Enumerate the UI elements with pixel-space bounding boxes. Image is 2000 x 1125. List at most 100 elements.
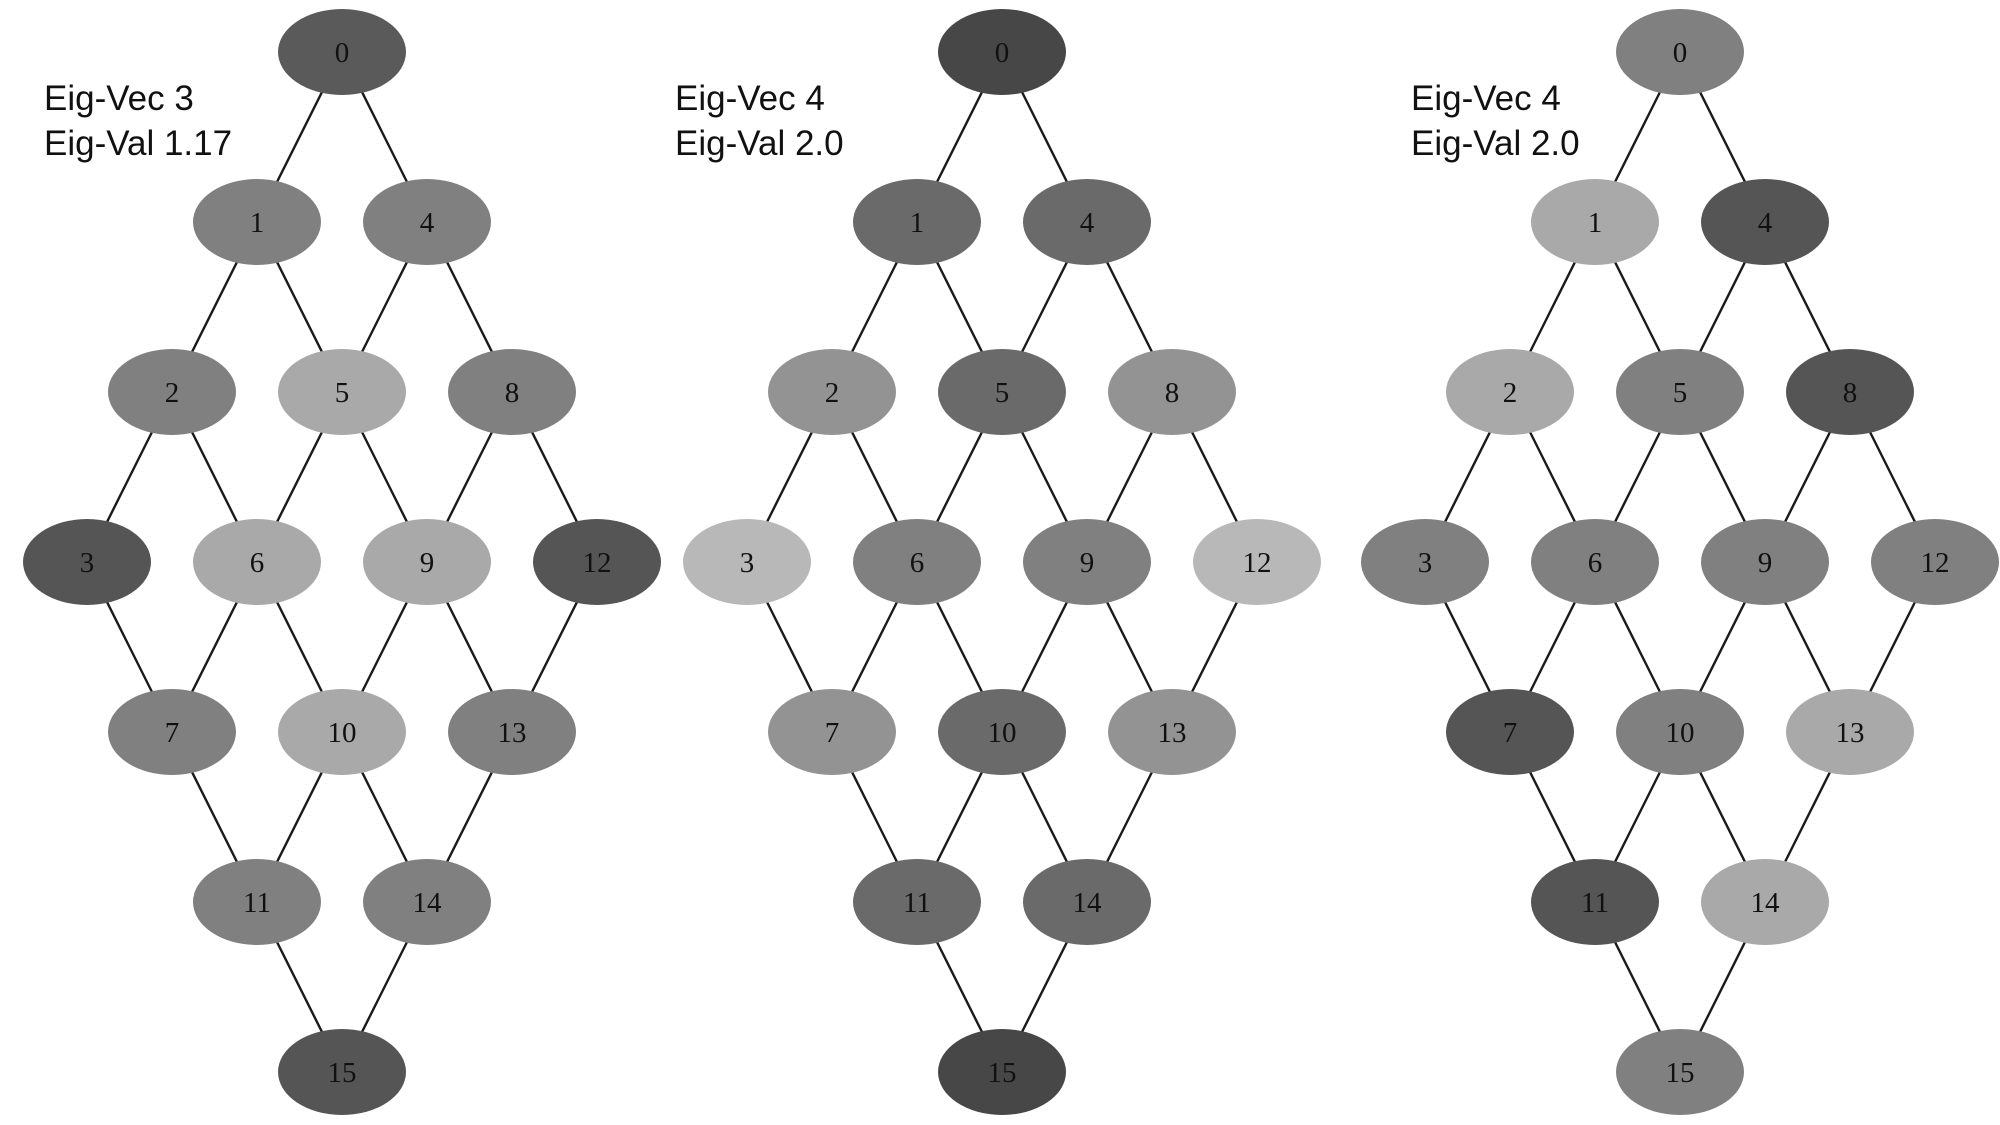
node-7-label: 7 bbox=[825, 717, 840, 749]
node-13: 13 bbox=[448, 689, 576, 775]
node-9-ellipse bbox=[1023, 519, 1151, 605]
node-3-ellipse bbox=[23, 519, 151, 605]
node-14-label: 14 bbox=[1073, 887, 1103, 919]
node-4-ellipse bbox=[1023, 179, 1151, 265]
node-12-label: 12 bbox=[1921, 547, 1950, 579]
node-13-label: 13 bbox=[498, 717, 527, 749]
node-14: 14 bbox=[363, 859, 491, 945]
node-4-label: 4 bbox=[1080, 207, 1095, 239]
node-3: 3 bbox=[683, 519, 811, 605]
node-14-label: 14 bbox=[413, 887, 443, 919]
node-5-label: 5 bbox=[995, 377, 1010, 409]
node-8-label: 8 bbox=[505, 377, 520, 409]
node-1: 1 bbox=[853, 179, 981, 265]
node-0-label: 0 bbox=[1673, 37, 1688, 69]
node-15: 15 bbox=[1616, 1029, 1744, 1115]
node-6-ellipse bbox=[1531, 519, 1659, 605]
node-1-ellipse bbox=[193, 179, 321, 265]
node-10: 10 bbox=[278, 689, 406, 775]
node-5: 5 bbox=[1616, 349, 1744, 435]
node-6-label: 6 bbox=[1588, 547, 1603, 579]
node-5-label: 5 bbox=[1673, 377, 1688, 409]
node-7-ellipse bbox=[768, 689, 896, 775]
node-10-ellipse bbox=[1616, 689, 1744, 775]
node-15-label: 15 bbox=[988, 1057, 1017, 1089]
node-4-label: 4 bbox=[1758, 207, 1773, 239]
node-14-ellipse bbox=[1701, 859, 1829, 945]
node-1-ellipse bbox=[1531, 179, 1659, 265]
node-13: 13 bbox=[1786, 689, 1914, 775]
node-10-label: 10 bbox=[328, 717, 357, 749]
node-0-ellipse bbox=[278, 9, 406, 95]
node-13-label: 13 bbox=[1836, 717, 1865, 749]
panel-3-caption: Eig-Vec 4 Eig-Val 2.0 bbox=[1411, 76, 1580, 166]
node-1: 1 bbox=[1531, 179, 1659, 265]
node-13-ellipse bbox=[448, 689, 576, 775]
node-10-label: 10 bbox=[1666, 717, 1695, 749]
node-9-ellipse bbox=[363, 519, 491, 605]
node-8-label: 8 bbox=[1165, 377, 1180, 409]
node-13-ellipse bbox=[1108, 689, 1236, 775]
node-15-ellipse bbox=[1616, 1029, 1744, 1115]
node-11: 11 bbox=[1531, 859, 1659, 945]
node-9-ellipse bbox=[1701, 519, 1829, 605]
node-3-label: 3 bbox=[740, 547, 755, 579]
node-9: 9 bbox=[363, 519, 491, 605]
node-4: 4 bbox=[1023, 179, 1151, 265]
node-5-ellipse bbox=[1616, 349, 1744, 435]
node-7: 7 bbox=[108, 689, 236, 775]
node-12-ellipse bbox=[533, 519, 661, 605]
panel-1-caption: Eig-Vec 3 Eig-Val 1.17 bbox=[44, 76, 232, 166]
node-6-ellipse bbox=[193, 519, 321, 605]
node-2: 2 bbox=[1446, 349, 1574, 435]
node-13-ellipse bbox=[1786, 689, 1914, 775]
node-10: 10 bbox=[938, 689, 1066, 775]
node-2-label: 2 bbox=[825, 377, 840, 409]
node-15-ellipse bbox=[938, 1029, 1066, 1115]
node-7-label: 7 bbox=[165, 717, 180, 749]
node-4-ellipse bbox=[1701, 179, 1829, 265]
node-11-ellipse bbox=[1531, 859, 1659, 945]
node-7-label: 7 bbox=[1503, 717, 1518, 749]
node-0-label: 0 bbox=[335, 37, 350, 69]
node-8-ellipse bbox=[448, 349, 576, 435]
node-12-ellipse bbox=[1871, 519, 1999, 605]
node-9-label: 9 bbox=[1080, 547, 1095, 579]
node-14-label: 14 bbox=[1751, 887, 1781, 919]
panel-3-eigval-label: Eig-Val 2.0 bbox=[1411, 124, 1580, 163]
node-9-label: 9 bbox=[1758, 547, 1773, 579]
node-9: 9 bbox=[1023, 519, 1151, 605]
node-11-label: 11 bbox=[243, 887, 271, 919]
node-11: 11 bbox=[193, 859, 321, 945]
node-15: 15 bbox=[278, 1029, 406, 1115]
node-11-ellipse bbox=[193, 859, 321, 945]
node-10-ellipse bbox=[938, 689, 1066, 775]
node-10-label: 10 bbox=[988, 717, 1017, 749]
node-5: 5 bbox=[938, 349, 1066, 435]
node-3: 3 bbox=[1361, 519, 1489, 605]
panel-2-eigvec-label: Eig-Vec 4 bbox=[675, 79, 825, 118]
node-6-label: 6 bbox=[910, 547, 925, 579]
node-2: 2 bbox=[768, 349, 896, 435]
node-7: 7 bbox=[1446, 689, 1574, 775]
node-11-label: 11 bbox=[1581, 887, 1609, 919]
node-0-ellipse bbox=[938, 9, 1066, 95]
panel-2-caption: Eig-Vec 4 Eig-Val 2.0 bbox=[675, 76, 844, 166]
node-5-ellipse bbox=[278, 349, 406, 435]
node-5-label: 5 bbox=[335, 377, 350, 409]
node-4: 4 bbox=[363, 179, 491, 265]
node-8-ellipse bbox=[1786, 349, 1914, 435]
node-6: 6 bbox=[193, 519, 321, 605]
node-4: 4 bbox=[1701, 179, 1829, 265]
node-6: 6 bbox=[1531, 519, 1659, 605]
node-1: 1 bbox=[193, 179, 321, 265]
node-2-label: 2 bbox=[1503, 377, 1518, 409]
node-11-ellipse bbox=[853, 859, 981, 945]
node-6-ellipse bbox=[853, 519, 981, 605]
node-0-ellipse bbox=[1616, 9, 1744, 95]
node-11-label: 11 bbox=[903, 887, 931, 919]
node-8: 8 bbox=[1108, 349, 1236, 435]
node-15: 15 bbox=[938, 1029, 1066, 1115]
